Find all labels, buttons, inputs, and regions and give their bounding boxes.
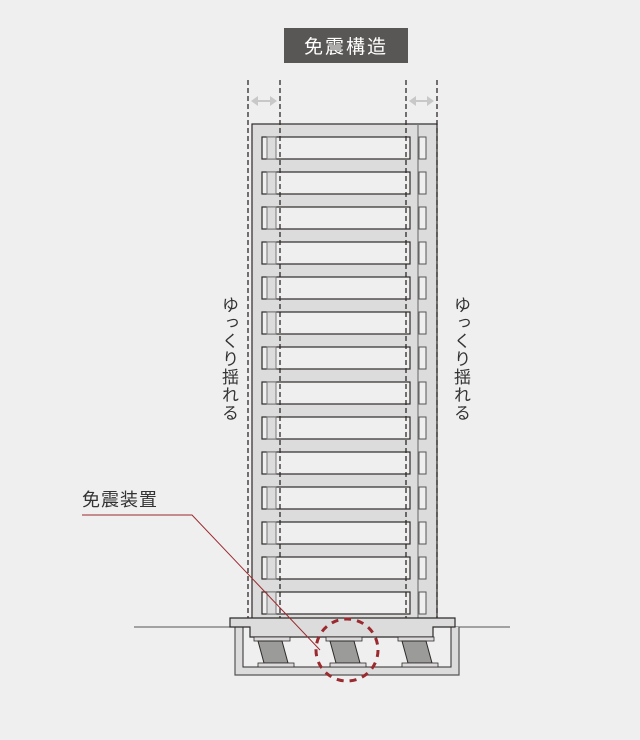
floor-row [261, 486, 427, 510]
floor-row [261, 521, 427, 545]
sway-arrow-icons [251, 96, 434, 106]
floor-row [261, 241, 427, 265]
isolation-device-label: 免震装置 [82, 490, 158, 511]
highlight-circle [314, 617, 380, 683]
seismic-isolator [397, 636, 439, 668]
floor-row [261, 346, 427, 370]
seismic-isolator [325, 636, 367, 668]
floor-row [261, 171, 427, 195]
floor-row [261, 416, 427, 440]
floor-row [261, 206, 427, 230]
floor-row [261, 276, 427, 300]
callout-leader-line [82, 514, 321, 651]
floor-row [261, 136, 427, 160]
building [251, 123, 438, 621]
seismic-isolator [253, 636, 295, 668]
floor-row [261, 591, 427, 615]
floor-row [261, 451, 427, 475]
floor-row [261, 556, 427, 580]
title-badge: 免震構造 [284, 28, 408, 63]
floor-row [261, 311, 427, 335]
foundation [229, 617, 460, 676]
sway-guides [247, 80, 438, 618]
floor-row [261, 381, 427, 405]
left-sway-label: ゆっくり揺れる [218, 296, 238, 422]
right-sway-label: ゆっくり揺れる [450, 296, 470, 422]
